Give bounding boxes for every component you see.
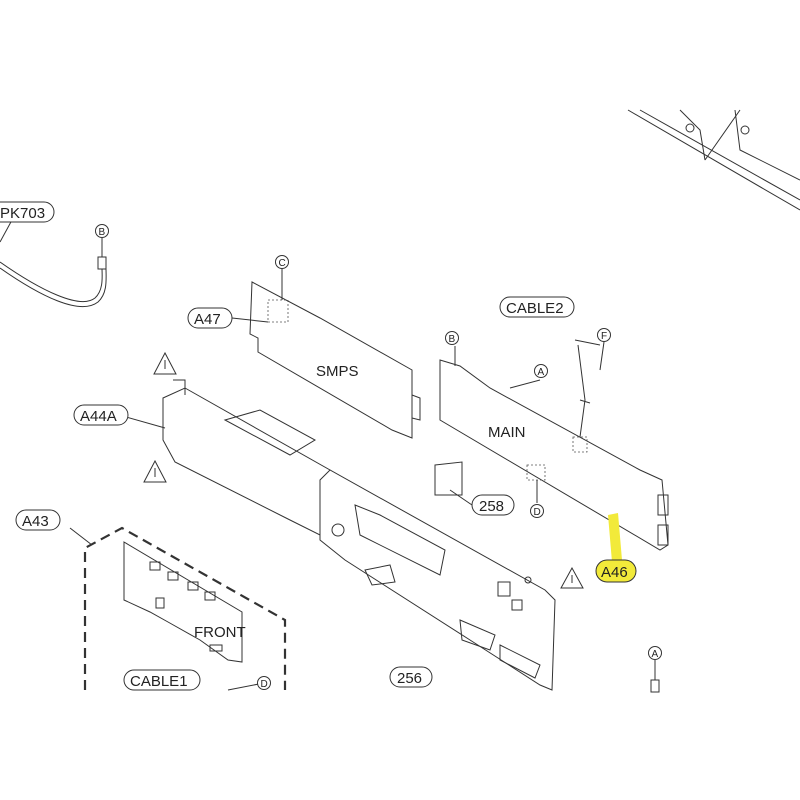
connector-b: B bbox=[99, 227, 106, 238]
warning-icon bbox=[143, 459, 167, 483]
warning-icon bbox=[153, 351, 177, 375]
callout-pk703: PK703 bbox=[0, 205, 45, 222]
connector-a-plug bbox=[650, 660, 660, 693]
callout-256: 256 bbox=[397, 670, 422, 687]
callout-a43: A43 bbox=[22, 513, 49, 530]
callout-a44a: A44A bbox=[80, 408, 117, 425]
smps-board bbox=[249, 268, 421, 439]
highlight-mark bbox=[608, 513, 622, 562]
board-label-smps: SMPS bbox=[316, 363, 359, 380]
a46-bracket bbox=[319, 461, 556, 691]
connector-d: D bbox=[534, 507, 541, 518]
connector-c: C bbox=[279, 258, 286, 269]
callout-a46: A46 bbox=[601, 564, 628, 581]
warning-icon bbox=[560, 566, 584, 589]
main-board bbox=[439, 339, 669, 551]
chassis-corner bbox=[627, 109, 800, 211]
connector-a: A bbox=[652, 649, 659, 660]
board-label-main: MAIN bbox=[488, 424, 526, 441]
callout-cable2: CABLE2 bbox=[506, 300, 564, 317]
board-label-front: FRONT bbox=[194, 624, 246, 641]
a43-front-panel bbox=[83, 526, 287, 690]
a44a-shield bbox=[162, 379, 341, 546]
callout-cable1: CABLE1 bbox=[130, 673, 188, 690]
a46-highlight bbox=[596, 560, 636, 582]
callout-258: 258 bbox=[479, 498, 504, 515]
connector-d: D bbox=[261, 679, 268, 690]
callout-a47: A47 bbox=[194, 311, 221, 328]
connector-f: F bbox=[601, 331, 607, 342]
connector-b: B bbox=[449, 334, 456, 345]
connector-a: A bbox=[538, 367, 545, 378]
pk703-cable bbox=[0, 219, 107, 307]
